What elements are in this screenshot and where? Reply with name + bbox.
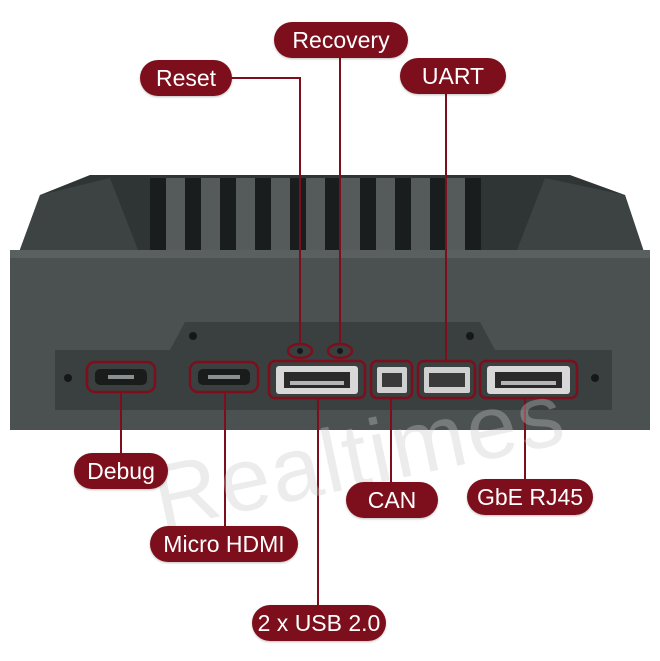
gbe-port-highlight [478,359,579,400]
leader-lines [120,56,526,606]
heatsink-fin-gaps [166,178,465,250]
label-debug: Debug [74,453,168,489]
reset-leader-line [228,77,301,344]
screw [466,332,474,340]
label-gbe-rj45: GbE RJ45 [467,479,593,515]
screw [189,332,197,340]
label-recovery: Recovery [274,22,408,58]
reset-button-hole [297,348,303,354]
label-reset: Reset [140,60,232,96]
label-usb: 2 x USB 2.0 [252,605,386,641]
label-micro-hdmi: Micro HDMI [150,526,298,562]
label-can: CAN [346,482,438,518]
label-uart: UART [400,58,506,94]
screw [591,374,599,382]
heatsink-fins [150,178,481,253]
recovery-button-hole [337,348,343,354]
screw [64,374,72,382]
